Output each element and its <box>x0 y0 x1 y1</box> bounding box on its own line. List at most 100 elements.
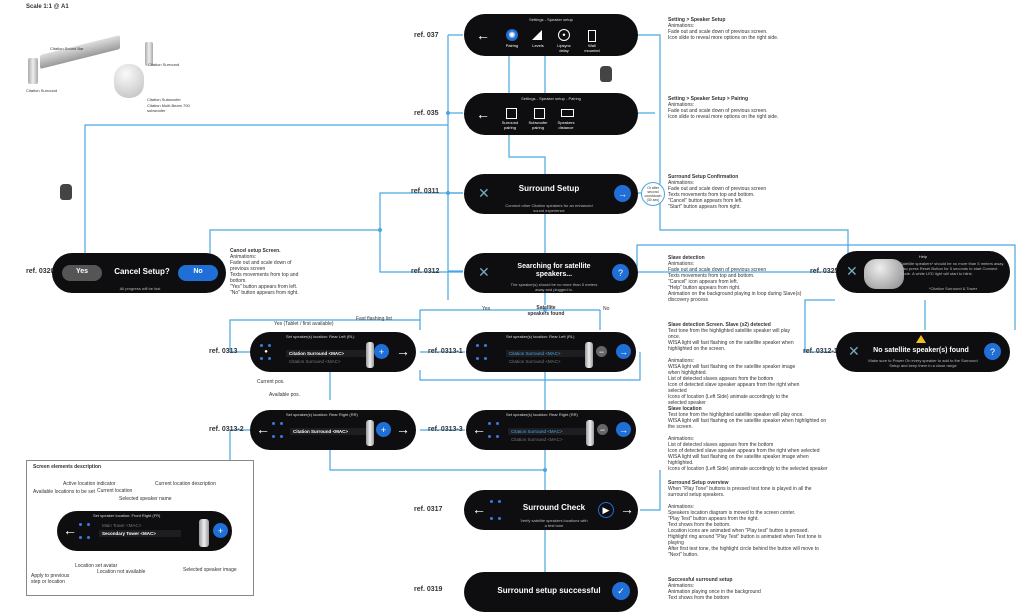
yes-button[interactable] <box>62 265 102 281</box>
legend-annotation: Current location description <box>155 481 216 487</box>
cancel-icon[interactable]: ✕ <box>478 185 490 201</box>
annotation: Yes (Tablet / first available) <box>274 321 334 327</box>
icon-label: Subwoofer pairing <box>528 120 548 130</box>
screen-header: Help <box>918 254 928 259</box>
close-icon[interactable]: ✕ <box>846 263 858 279</box>
tap-hand-icon <box>600 66 612 82</box>
screen-success: Surround setup successful ✓ <box>464 572 638 612</box>
surround-pairing-icon[interactable] <box>506 108 517 119</box>
speaker-row-selected[interactable]: Citation Surround <MAC> <box>290 428 368 435</box>
note-title: Successful surround setup <box>668 577 733 583</box>
legend-screen: Set speaker location: Front Right (FR) ←… <box>57 511 232 551</box>
scale-label: Scale 1:1 @ A1 <box>26 4 69 10</box>
decision-yes: Yes <box>482 306 491 312</box>
speaker-row[interactable]: Citation Surround <MAC> <box>289 359 341 364</box>
screen-title: No satellite speaker(s) found <box>873 347 969 354</box>
annotation: Current pos. <box>257 379 285 385</box>
lipsync-icon[interactable]: • <box>558 29 570 41</box>
screen-title: Surround setup successful <box>497 586 601 595</box>
screen-speaker-setup: Settings - Speaker setup ← ✺ Pairing Lev… <box>464 14 638 56</box>
speaker-row-selected[interactable]: Citation Surround <MAC> <box>286 350 370 357</box>
add-button[interactable]: + <box>376 422 391 437</box>
back-arrow-icon[interactable]: ← <box>472 421 486 437</box>
legend-annotation: Apply to previous step or location <box>31 573 70 585</box>
location-dot <box>488 435 491 438</box>
ref-label: ref. 0320 <box>26 268 55 275</box>
speaker-row-selected[interactable]: Citation Surround <MAC> <box>508 428 590 435</box>
cancel-icon[interactable]: ✕ <box>478 264 490 280</box>
note-body: Animations: Fade out and scale down of p… <box>668 180 767 210</box>
subwoofer-pairing-icon[interactable] <box>534 108 545 119</box>
note-body: Test tone from the highlighted satellite… <box>668 412 828 472</box>
legend-annotation: Location set avatar <box>75 563 118 569</box>
back-arrow-icon[interactable]: ← <box>476 106 490 122</box>
screen-title: Surround Setup <box>518 184 580 193</box>
speaker-row[interactable]: Main Tower <MAC> <box>102 523 142 528</box>
ref-label: ref. 0312 <box>411 268 440 275</box>
location-dot <box>280 435 283 438</box>
distance-icon[interactable] <box>561 109 574 117</box>
label-subwoofer-2: Citation Multi-Beam 700 subwoofer <box>147 103 190 113</box>
next-button[interactable]: → <box>616 422 631 437</box>
location-dot <box>476 357 479 360</box>
screen-surround-check: ← Surround Check Verify satellite speake… <box>464 490 638 530</box>
no-button[interactable] <box>178 265 218 281</box>
screen-set-location-rr-2: Set speaker(s) location: Rear Right (RR)… <box>466 410 636 450</box>
icon-label: Surround pairing <box>501 120 519 130</box>
note-title: Surround Setup overview <box>668 480 729 486</box>
back-arrow-icon[interactable]: ← <box>256 421 270 437</box>
next-button[interactable]: → <box>616 344 631 359</box>
location-dot <box>496 435 499 438</box>
speaker-row[interactable]: Citation Surround <MAC> <box>511 437 563 442</box>
decision-no: No <box>603 306 610 312</box>
legend-annotation: Selected speaker name <box>119 496 172 502</box>
screen-set-location-rl: Set speaker(s) location: Rear Left (RL) … <box>250 332 416 372</box>
speaker-image <box>199 519 209 547</box>
levels-icon[interactable] <box>532 30 542 40</box>
wall-mount-icon[interactable] <box>588 30 596 42</box>
note-body: Animations: Fade out and scale down of p… <box>668 261 802 303</box>
speaker-row-selected[interactable]: Secondary Tower <MAC> <box>99 530 181 537</box>
help-button[interactable]: ? <box>612 264 629 281</box>
screen-pairing: Settings - Speaker setup - Pairing ← Sur… <box>464 93 638 135</box>
subwoofer-image <box>114 64 144 98</box>
back-arrow-icon[interactable]: ← <box>472 501 486 517</box>
add-button[interactable]: + <box>374 344 389 359</box>
location-dot <box>476 344 479 347</box>
next-arrow-icon[interactable]: → <box>620 501 634 517</box>
remove-button[interactable]: − <box>596 346 607 357</box>
note-title: Slave location <box>668 406 702 412</box>
close-icon[interactable]: ✕ <box>848 343 860 359</box>
legend-annotation: Selected speaker image <box>183 567 237 573</box>
remove-button[interactable]: − <box>597 424 608 435</box>
speaker-row[interactable]: Citation Surround <MAC> <box>509 359 561 364</box>
ref-label: ref. 0319 <box>414 586 443 593</box>
label-subwoofer: Citation Subwoofer <box>147 97 181 102</box>
speaker-image <box>586 420 594 446</box>
location-dot <box>87 536 90 539</box>
play-test-button[interactable]: ▶ <box>598 502 614 518</box>
speaker-image <box>366 342 374 368</box>
back-arrow-icon[interactable]: ← <box>476 27 490 43</box>
icon-label: Lipsync delay <box>557 43 571 53</box>
speaker-row-selected[interactable]: Citation Surround <MAC> <box>506 350 590 357</box>
ref-label: ref. 0313 <box>209 348 238 355</box>
legend-title: Screen elements description <box>33 464 102 470</box>
next-arrow-icon[interactable]: → <box>396 421 410 437</box>
note-0320: Cancel setup Screen.Animations: Fade out… <box>230 248 310 296</box>
done-button[interactable]: ✓ <box>612 582 630 600</box>
screen-title: Cancel Setup? <box>114 267 170 276</box>
start-button[interactable]: → <box>614 185 631 202</box>
screen-subtitle: All progress will be lost <box>119 286 161 291</box>
screen-title: Surround Check <box>522 503 586 512</box>
pairing-icon[interactable]: ✺ <box>506 29 518 41</box>
add-button[interactable]: + <box>213 523 228 538</box>
back-arrow-icon[interactable]: ← <box>63 522 77 538</box>
ref-label: ref. 0317 <box>414 506 443 513</box>
location-dot <box>280 422 283 425</box>
help-button[interactable]: ? <box>984 343 1001 360</box>
next-arrow-icon[interactable]: → <box>396 343 410 359</box>
